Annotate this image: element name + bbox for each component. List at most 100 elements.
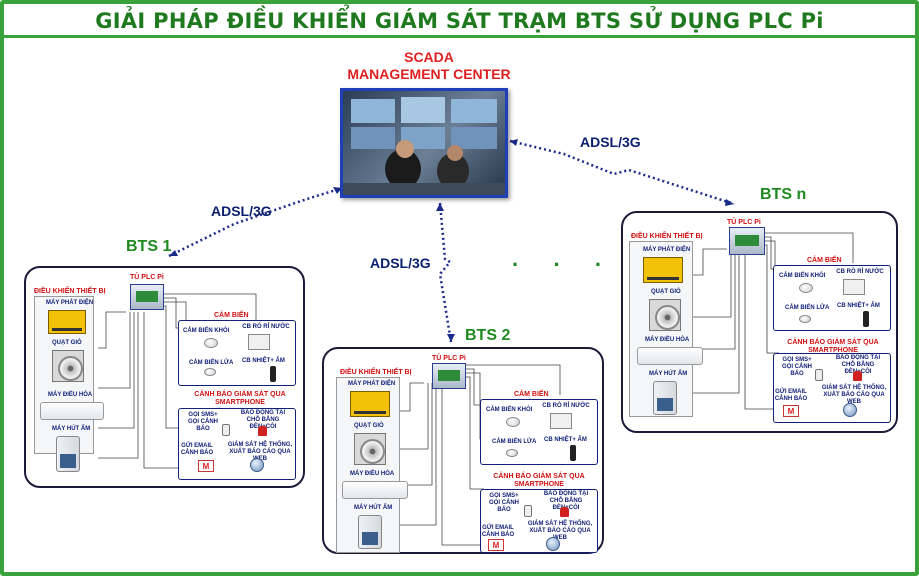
bts2-sensors-title: CẢM BIẾN xyxy=(514,391,549,398)
operator-1-head xyxy=(396,140,414,158)
btsn-temp-label: CB NHIỆT+ ẨM xyxy=(837,303,880,309)
bts1-generator-label: MÁY PHÁT ĐIỆN xyxy=(46,300,94,306)
bts2-sensor-box xyxy=(480,399,598,465)
btsn-fire-label: CẢM BIẾN LỬA xyxy=(785,305,830,311)
page-title: GIẢI PHÁP ĐIỀU KHIỂN GIÁM SÁT TRẠM BTS S… xyxy=(95,9,824,33)
monitor-1 xyxy=(351,99,395,123)
station-bts2: ĐIỀU KHIỂN THIẾT BỊ TỦ PLC Pi MÁY PHÁT Đ… xyxy=(322,347,604,554)
fire-sensor-icon xyxy=(799,315,811,323)
dehumidifier-icon xyxy=(358,515,382,549)
monitor-3 xyxy=(451,99,497,123)
arrow-bts2-bottom xyxy=(447,334,455,342)
bts1-plc-label: TỦ PLC Pi xyxy=(130,274,164,281)
btsn-plc-label: TỦ PLC Pi xyxy=(727,219,761,226)
operator-2 xyxy=(437,153,469,189)
scada-title: SCADA MANAGEMENT CENTER xyxy=(334,49,524,83)
temperature-humidity-sensor-icon xyxy=(570,445,576,461)
btsn-leak-label: CB RÒ RỈ NƯỚC xyxy=(836,269,884,275)
phone-icon xyxy=(222,424,230,436)
monitor-4 xyxy=(351,127,395,149)
gmail-icon: M xyxy=(783,405,799,417)
scada-title-line1: SCADA xyxy=(404,49,454,65)
btsn-device-control-title: ĐIỀU KHIỂN THIẾT BỊ xyxy=(631,233,703,240)
generator-icon xyxy=(48,310,86,334)
dehumidifier-icon xyxy=(56,436,80,472)
phone-icon xyxy=(524,505,532,517)
bts1-fire-label: CẢM BIẾN LỬA xyxy=(189,360,234,366)
water-leak-sensor-icon xyxy=(248,334,270,350)
fan-icon xyxy=(52,350,84,382)
web-globe-icon xyxy=(546,537,560,551)
plc-cabinet-icon xyxy=(729,227,765,255)
web-globe-icon xyxy=(250,458,264,472)
siren-icon xyxy=(853,371,862,381)
btsn-ac-label: MÁY ĐIỀU HÒA xyxy=(645,337,690,343)
air-conditioner-icon xyxy=(40,402,104,420)
link-label-bts1: ADSL/3G xyxy=(211,203,272,219)
water-leak-sensor-icon xyxy=(843,279,865,295)
btsn-sms-label: GỌI SMS+ GỌI CẢNH BÁO xyxy=(782,357,812,377)
link-bts2 xyxy=(438,202,453,343)
bts1-alert-title: CẢNH BÁO GIÁM SÁT QUA SMARTPHONE xyxy=(194,391,286,406)
btsn-email-label: GỬI EMAIL CẢNH BÁO xyxy=(774,389,808,402)
phone-icon xyxy=(815,369,823,381)
bts2-leak-label: CB RÒ RỈ NƯỚC xyxy=(542,403,590,409)
bts1-dehumidifier-label: MÁY HÚT ẨM xyxy=(52,426,91,432)
operator-2-head xyxy=(447,145,463,161)
bts2-sms-label: GỌI SMS+ GỌI CẢNH BÁO xyxy=(489,493,519,513)
bts2-alert-title: CẢNH BÁO GIÁM SÁT QUA SMARTPHONE xyxy=(493,473,585,488)
bts1-temp-label: CB NHIỆT+ ẨM xyxy=(242,358,285,364)
btsn-sensor-box xyxy=(773,265,891,331)
bts2-fire-label: CẢM BIẾN LỬA xyxy=(492,439,537,445)
fire-sensor-icon xyxy=(506,449,518,457)
plc-cabinet-icon xyxy=(432,363,466,389)
smoke-sensor-icon xyxy=(799,283,813,293)
control-room-illustration xyxy=(343,97,505,195)
temperature-humidity-sensor-icon xyxy=(863,311,869,327)
btsn-smoke-label: CẢM BIẾN KHÓI xyxy=(779,273,826,279)
arrow-bts1-bottom xyxy=(169,250,178,256)
bts1-leak-label: CB RÒ RỈ NƯỚC xyxy=(242,324,290,330)
air-conditioner-icon xyxy=(342,481,408,499)
bts2-email-label: GỬI EMAIL CẢNH BÁO xyxy=(481,525,515,538)
monitor-6 xyxy=(451,127,497,149)
bts1-email-label: GỬI EMAIL CẢNH BÁO xyxy=(180,443,214,456)
btsn-sensors-title: CẢM BIẾN xyxy=(807,257,842,264)
bts2-fan-label: QUẠT GIÓ xyxy=(354,423,384,429)
web-globe-icon xyxy=(843,403,857,417)
bts2-wiring xyxy=(400,364,561,546)
bts1-smoke-label: CẢM BIẾN KHÓI xyxy=(183,328,230,334)
monitor-2 xyxy=(401,97,445,123)
fan-icon xyxy=(354,433,386,465)
btsn-dehumidifier-label: MÁY HÚT ẨM xyxy=(649,371,688,377)
bts1-label: BTS 1 xyxy=(126,238,172,255)
scada-control-room-photo xyxy=(340,88,508,198)
bts1-ac-label: MÁY ĐIỀU HÒA xyxy=(48,392,93,398)
bts1-alert-box xyxy=(178,408,296,480)
link-btsn xyxy=(509,139,735,206)
more-stations-ellipsis: · · · xyxy=(512,252,617,277)
water-leak-sensor-icon xyxy=(550,413,572,429)
btsn-web-label: GIÁM SÁT HỆ THỐNG, XUẤT BÁO CÁO QUA WEB xyxy=(821,385,887,405)
bts2-generator-label: MÁY PHÁT ĐIỆN xyxy=(348,381,396,387)
plc-cabinet-icon xyxy=(130,284,164,310)
gmail-icon: M xyxy=(488,539,504,551)
fan-icon xyxy=(649,299,681,331)
operator-1 xyxy=(385,149,421,189)
btsn-label: BTS n xyxy=(760,186,807,203)
station-btsn: ĐIỀU KHIỂN THIẾT BỊ TỦ PLC Pi MÁY PHÁT Đ… xyxy=(621,211,898,433)
bts2-dehumidifier-label: MÁY HÚT ẨM xyxy=(354,505,393,511)
bts2-label: BTS 2 xyxy=(465,327,511,344)
siren-icon xyxy=(560,507,569,517)
bts1-device-control-title: ĐIỀU KHIỂN THIẾT BỊ xyxy=(34,288,106,295)
fire-sensor-icon xyxy=(204,368,216,376)
siren-icon xyxy=(258,426,267,436)
bts1-sensor-box xyxy=(178,320,296,386)
smoke-sensor-icon xyxy=(204,338,218,348)
air-conditioner-icon xyxy=(637,347,703,365)
dehumidifier-icon xyxy=(653,381,677,415)
bts1-sensors-title: CẢM BIẾN xyxy=(214,312,249,319)
smoke-sensor-icon xyxy=(506,417,520,427)
arrow-btsn-bottom xyxy=(725,199,734,206)
